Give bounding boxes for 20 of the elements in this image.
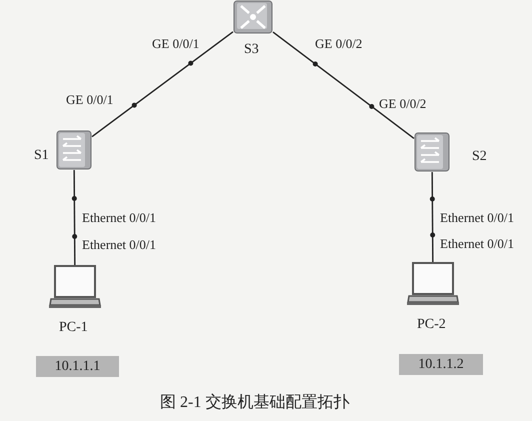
- port-label: Ethernet 0/0/1: [440, 210, 514, 226]
- device-label: S3: [244, 42, 259, 58]
- computer-label: PC-1: [59, 320, 88, 336]
- device-label: S2: [472, 149, 487, 165]
- link-line: [431, 172, 434, 262]
- port-label: Ethernet 0/0/1: [440, 236, 514, 252]
- link-line: [272, 32, 414, 139]
- port-label: Ethernet 0/0/1: [82, 210, 156, 226]
- link-line: [92, 31, 234, 138]
- address-box: 10.1.1.2: [399, 354, 483, 375]
- port-label: GE 0/0/1: [152, 36, 200, 52]
- link-line: [73, 170, 76, 265]
- port-label: Ethernet 0/0/1: [82, 237, 156, 253]
- device-label: S1: [34, 148, 49, 164]
- figure-caption: 图 2-1 交换机基础配置拓扑: [160, 392, 350, 413]
- port-label: GE 0/0/1: [66, 92, 114, 108]
- port-label: GE 0/0/2: [379, 96, 426, 112]
- computer-label: PC-2: [417, 317, 446, 333]
- address-box: 10.1.1.1: [36, 356, 119, 377]
- port-label: GE 0/0/2: [315, 36, 362, 52]
